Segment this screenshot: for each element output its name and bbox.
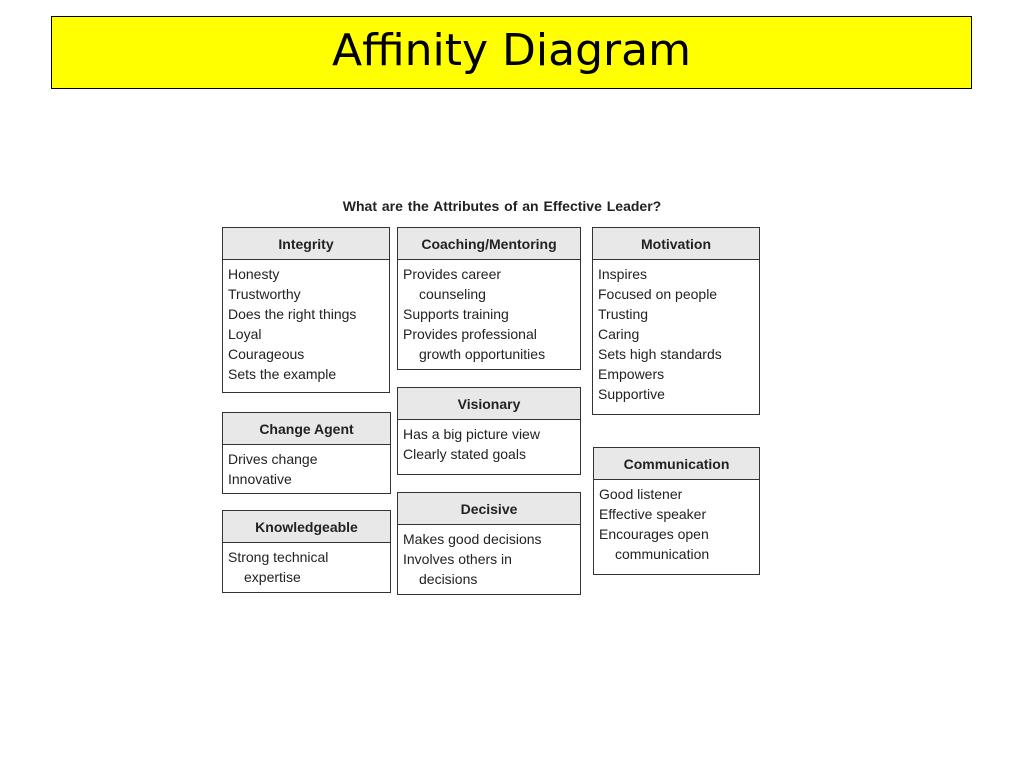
item-text: Supports training [403, 306, 509, 322]
group-item: Has a big picture view [403, 424, 575, 444]
group-item: Trusting [598, 304, 754, 324]
item-text: Honesty [228, 266, 280, 282]
group-item: Clearly stated goals [403, 444, 575, 464]
group-item: Sets the example [228, 364, 384, 384]
item-text: Caring [598, 326, 640, 342]
group-item: Empowers [598, 364, 754, 384]
item-text: Has a big picture view [403, 426, 540, 442]
item-text: Sets the example [228, 366, 337, 382]
group-header: Integrity [223, 228, 389, 260]
group-item: Provides career counseling [403, 264, 575, 304]
item-text-continuation: expertise [244, 569, 301, 585]
item-text: Provides professional [403, 326, 537, 342]
title-banner: Affinity Diagram [51, 16, 972, 89]
item-text: Strong technical [228, 549, 329, 565]
group-header: Communication [594, 448, 759, 480]
group-item: Strong technical expertise [228, 547, 385, 587]
group-header: Motivation [593, 228, 759, 260]
item-text-continuation: counseling [419, 286, 486, 302]
item-text-continuation: decisions [419, 571, 478, 587]
group-item: Does the right things [228, 304, 384, 324]
group-item: Good listener [599, 484, 754, 504]
item-text: Effective speaker [599, 506, 707, 522]
item-text: Trustworthy [228, 286, 301, 302]
group-item: Trustworthy [228, 284, 384, 304]
group-item: Makes good decisions [403, 529, 575, 549]
item-text: Does the right things [228, 306, 357, 322]
group-knowledgeable: Knowledgeable Strong technical expertise [222, 510, 391, 593]
item-text: Encourages open [599, 526, 709, 542]
group-item: Provides professional growth opportunitie… [403, 324, 575, 364]
group-item: Sets high standards [598, 344, 754, 364]
item-text: Provides career [403, 266, 502, 282]
group-item: Focused on people [598, 284, 754, 304]
item-text: Supportive [598, 386, 665, 402]
item-text: Involves others in [403, 551, 512, 567]
group-coaching-mentoring: Coaching/Mentoring Provides career counse… [397, 227, 581, 370]
group-item: Courageous [228, 344, 384, 364]
group-header: Visionary [398, 388, 580, 420]
item-text: Sets high standards [598, 346, 722, 362]
item-text: Drives change [228, 451, 318, 467]
group-item: Supportive [598, 384, 754, 404]
group-item: Caring [598, 324, 754, 344]
diagram-heading: What are the Attributes of an Effective … [342, 198, 662, 214]
group-item: Encourages open communication [599, 524, 754, 564]
item-text-continuation: communication [615, 546, 710, 562]
item-text: Innovative [228, 471, 292, 487]
item-text: Inspires [598, 266, 648, 282]
item-text: Makes good decisions [403, 531, 542, 547]
group-item: Supports training [403, 304, 575, 324]
group-item: Involves others in decisions [403, 549, 575, 589]
group-header: Knowledgeable [223, 511, 390, 543]
item-text: Good listener [599, 486, 683, 502]
item-text: Clearly stated goals [403, 446, 526, 462]
item-text: Loyal [228, 326, 262, 342]
group-item: Inspires [598, 264, 754, 284]
group-item: Innovative [228, 469, 385, 489]
group-item: Effective speaker [599, 504, 754, 524]
group-header: Change Agent [223, 413, 390, 445]
item-text: Focused on people [598, 286, 718, 302]
group-item: Honesty [228, 264, 384, 284]
group-items: Strong technical expertise [223, 543, 390, 591]
slide-title: Affinity Diagram [332, 24, 691, 76]
item-text: Courageous [228, 346, 305, 362]
group-header: Decisive [398, 493, 580, 525]
item-text: Trusting [598, 306, 649, 322]
item-text-continuation: growth opportunities [419, 346, 546, 362]
group-item: Loyal [228, 324, 384, 344]
group-item: Drives change [228, 449, 385, 469]
group-header: Coaching/Mentoring [398, 228, 580, 260]
item-text: Empowers [598, 366, 665, 382]
